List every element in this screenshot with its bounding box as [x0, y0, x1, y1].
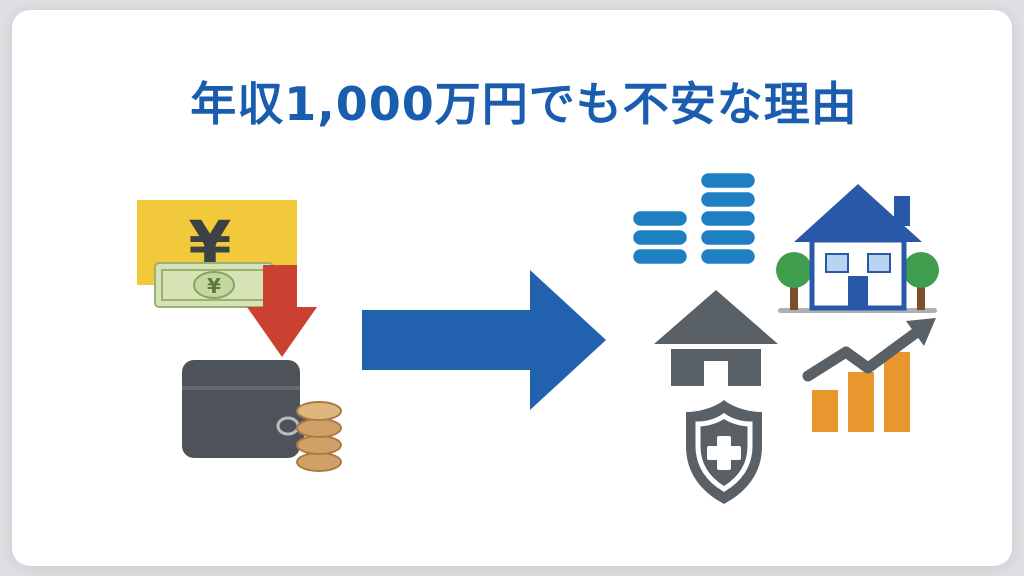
- tree-icon: [776, 252, 812, 310]
- rising-chart-icon: [802, 318, 936, 432]
- page-title: 年収1,000万円でも不安な理由: [190, 77, 858, 131]
- yen-banknote-icon: ¥ ¥: [137, 200, 297, 308]
- growth-arrow-icon: [802, 318, 936, 382]
- wallet-group: [177, 350, 347, 480]
- rising-chart: [802, 312, 944, 434]
- gray-house: [652, 288, 780, 388]
- yen-symbol-small: ¥: [207, 274, 221, 298]
- flow-arrow: [360, 266, 610, 414]
- tree-icon: [903, 252, 939, 310]
- gray-house-icon: [654, 290, 778, 386]
- blue-house: [770, 178, 945, 320]
- health-shield: [664, 396, 784, 508]
- wallet-icon: [182, 360, 307, 458]
- blue-coin-stacks-icon: [630, 170, 758, 267]
- banknote-icon: ¥: [154, 262, 274, 308]
- blue-house-icon: [776, 184, 939, 313]
- slide-card: 年収1,000万円でも不安な理由 ¥ ¥: [12, 10, 1012, 566]
- shield-cross-icon: [686, 400, 762, 504]
- blue-coins: [628, 170, 760, 268]
- flow-arrow-icon: [362, 270, 606, 410]
- decrease-arrow-icon: [247, 265, 317, 357]
- income-decrease-group: ¥ ¥: [130, 195, 335, 370]
- gold-coin-stack-icon: [296, 401, 342, 472]
